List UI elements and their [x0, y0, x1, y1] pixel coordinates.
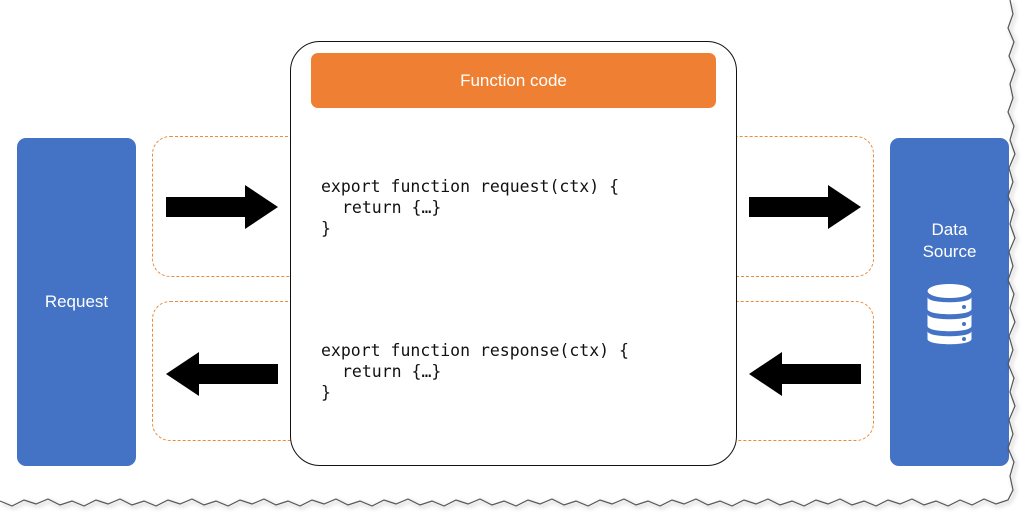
- function-code-header: Function code: [311, 53, 716, 108]
- request-out-arrow: [749, 185, 861, 229]
- code-line: return {…}: [342, 198, 442, 217]
- data-source-label-line: Data: [931, 220, 968, 239]
- function-code-container: [290, 41, 737, 466]
- code-line: export function request(ctx) {: [321, 177, 620, 196]
- response-in-arrow: [749, 352, 861, 396]
- request-handler-code: export function request(ctx) { return {…}…: [321, 176, 619, 239]
- request-label: Request: [44, 292, 109, 311]
- response-handler-code: export function response(ctx) { return {……: [321, 340, 629, 403]
- data-source-node: Data Source: [890, 138, 1009, 466]
- response-out-arrow: [166, 352, 278, 396]
- code-line: export function response(ctx) {: [321, 341, 629, 360]
- data-source-label: Data Source: [890, 219, 1009, 263]
- code-line: return {…}: [342, 362, 442, 381]
- request-node: Request: [17, 138, 136, 466]
- database-icon: [927, 284, 972, 345]
- code-line: }: [321, 219, 331, 238]
- request-in-arrow: [166, 185, 278, 229]
- function-code-label: Function code: [460, 70, 567, 90]
- code-line: }: [321, 383, 331, 402]
- data-source-label-line: Source: [922, 242, 977, 261]
